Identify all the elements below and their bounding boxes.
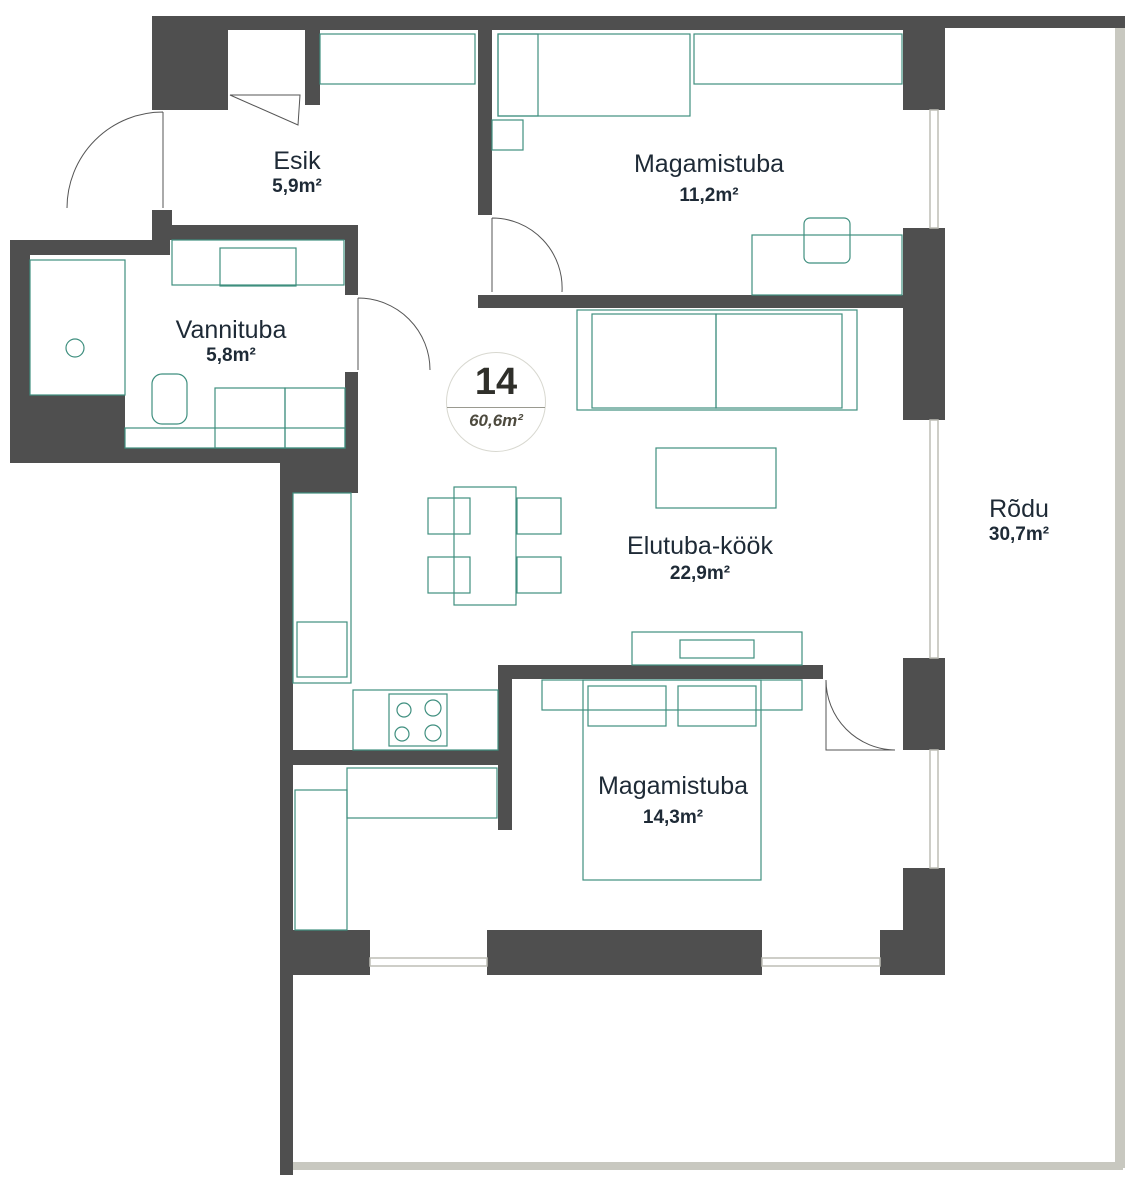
room-label-balcony: Rõdu 30,7m²: [989, 495, 1049, 546]
room-area: 14,3m²: [642, 807, 704, 828]
room-label-bedroom-2: Magamistuba 14,3m²: [598, 772, 748, 829]
room-area: 5,8m²: [206, 345, 256, 366]
apartment-total-area: 60,6m²: [469, 411, 523, 430]
room-name: Rõdu: [989, 495, 1049, 523]
room-name: Magamistuba: [633, 150, 785, 178]
room-area: 22,9m²: [669, 563, 731, 584]
apartment-number: 14: [474, 361, 518, 403]
walls: [10, 16, 1125, 1175]
room-name: Magamistuba: [597, 772, 749, 800]
apartment-badge: 14 60,6m²: [446, 352, 546, 452]
room-label-bedroom-1: Magamistuba 11,2m²: [634, 150, 784, 207]
room-label-bathroom: Vannituba 5,8m²: [176, 316, 287, 367]
furniture: [29, 33, 903, 931]
badge-divider: [447, 407, 545, 408]
room-area: 30,7m²: [988, 524, 1050, 545]
doors: [66, 94, 896, 751]
room-name: Vannituba: [175, 316, 287, 344]
room-area: 11,2m²: [679, 185, 739, 206]
room-name: Elutuba-köök: [627, 532, 773, 560]
windows: [369, 109, 939, 967]
room-area: 5,9m²: [272, 176, 322, 197]
room-label-living-kitchen: Elutuba-köök 22,9m²: [627, 532, 773, 585]
room-name: Esik: [273, 147, 321, 175]
room-label-esik: Esik 5,9m²: [272, 147, 322, 198]
